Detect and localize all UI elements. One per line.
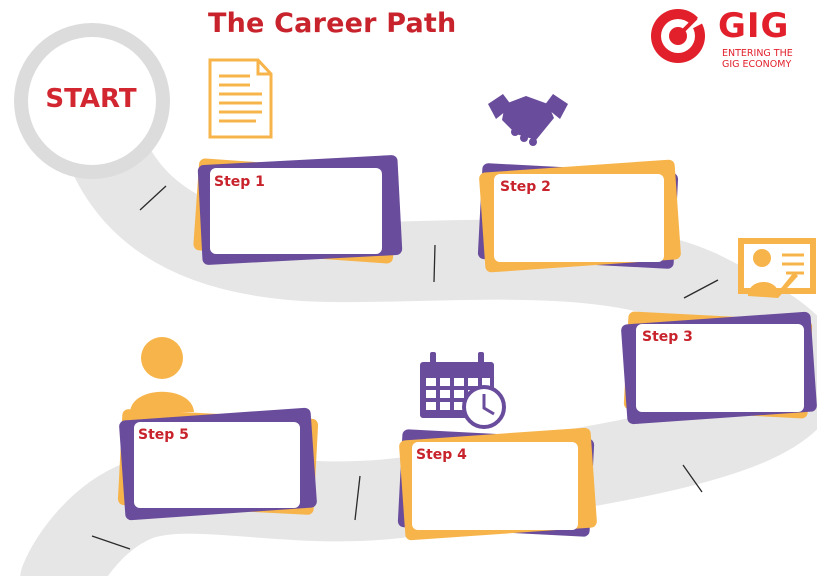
presentation-icon bbox=[738, 238, 816, 298]
document-icon bbox=[208, 58, 273, 139]
road-dashes bbox=[91, 185, 719, 550]
step-label-5: Step 5 bbox=[138, 427, 189, 443]
brand-name: GIG bbox=[718, 6, 790, 46]
step-card-1 bbox=[193, 155, 403, 265]
step-label-4: Step 4 bbox=[416, 447, 467, 463]
handshake-icon bbox=[488, 94, 568, 146]
step-card-5 bbox=[117, 407, 319, 521]
road-dash bbox=[433, 244, 436, 283]
step-card-4 bbox=[397, 427, 597, 541]
calendar-clock-icon bbox=[420, 352, 506, 429]
road-dash bbox=[682, 464, 703, 493]
step-label-1: Step 1 bbox=[214, 174, 265, 190]
page-title: The Career Path bbox=[208, 8, 457, 39]
person-icon bbox=[130, 337, 194, 412]
step-label-2: Step 2 bbox=[500, 179, 551, 195]
step-label-3: Step 3 bbox=[642, 329, 693, 345]
step-card-2 bbox=[477, 159, 681, 273]
step-card-3 bbox=[621, 311, 817, 425]
road-dash bbox=[354, 475, 361, 521]
brand-tagline: ENTERING THE GIG ECONOMY bbox=[722, 48, 793, 70]
start-badge bbox=[14, 23, 170, 179]
road-dash bbox=[139, 185, 167, 211]
brand-logo-icon bbox=[651, 9, 705, 63]
start-label: START bbox=[45, 84, 137, 114]
road-dash bbox=[91, 535, 131, 550]
road-dash bbox=[683, 279, 719, 299]
